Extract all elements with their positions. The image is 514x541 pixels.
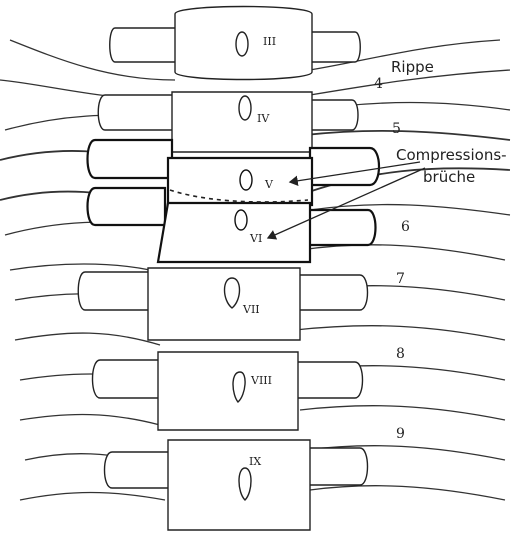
annotation-line-1: Compressions- xyxy=(396,146,507,164)
rib-right-11 xyxy=(300,406,505,420)
rib-number-5: 5 xyxy=(392,121,401,137)
transverse-process-right-4 xyxy=(305,100,358,130)
vertebra-label-4: IV xyxy=(257,112,270,125)
vertebra-label-6: VI xyxy=(249,232,262,245)
transverse-process-left-5 xyxy=(88,140,173,178)
rib-number-4: 4 xyxy=(374,76,383,92)
rib-left-13 xyxy=(20,493,165,501)
rib-number-6: 6 xyxy=(401,219,410,235)
transverse-process-left-3 xyxy=(110,28,180,62)
transverse-process-right-6 xyxy=(300,210,376,245)
rib-number-7: 7 xyxy=(396,271,405,287)
vertebral-body-8 xyxy=(158,352,298,430)
vertebra-3 xyxy=(110,7,361,80)
annotation-line-2: brüche xyxy=(423,168,475,186)
rib-left-11 xyxy=(20,415,160,425)
rib-left-9 xyxy=(15,333,160,345)
transverse-process-right-3 xyxy=(305,32,360,62)
vertebra-label-8: VIII xyxy=(250,374,272,387)
transverse-process-left-8 xyxy=(93,360,163,398)
vertebral-body-3 xyxy=(175,7,312,80)
transverse-process-right-7 xyxy=(295,275,368,310)
vertebral-body-4 xyxy=(172,92,312,152)
transverse-process-right-5 xyxy=(310,148,379,185)
rib-left-7 xyxy=(10,264,150,270)
vertebra-8 xyxy=(93,352,363,430)
vertebra-7 xyxy=(78,268,367,340)
rib-right-7 xyxy=(300,245,505,260)
vertebra-label-7: VII xyxy=(242,303,260,316)
transverse-process-left-6 xyxy=(88,188,166,225)
vertebra-label-3: III xyxy=(263,35,276,48)
transverse-process-left-7 xyxy=(78,272,152,310)
rib-right-4 xyxy=(305,131,510,140)
vertebra-9 xyxy=(105,440,368,530)
vertebral-body-7 xyxy=(148,268,300,340)
transverse-process-left-9 xyxy=(105,452,173,488)
rib-right-9 xyxy=(295,326,505,340)
vertebral-body-6 xyxy=(158,203,310,262)
vertebra-label-9: IX xyxy=(249,455,261,468)
vertebra-label-5: V xyxy=(264,178,274,191)
rib-right-13 xyxy=(310,486,505,500)
transverse-process-left-4 xyxy=(98,95,178,130)
rib-label: Rippe xyxy=(391,58,434,76)
rib-number-8: 8 xyxy=(396,346,405,362)
rib-number-9: 9 xyxy=(396,426,405,442)
